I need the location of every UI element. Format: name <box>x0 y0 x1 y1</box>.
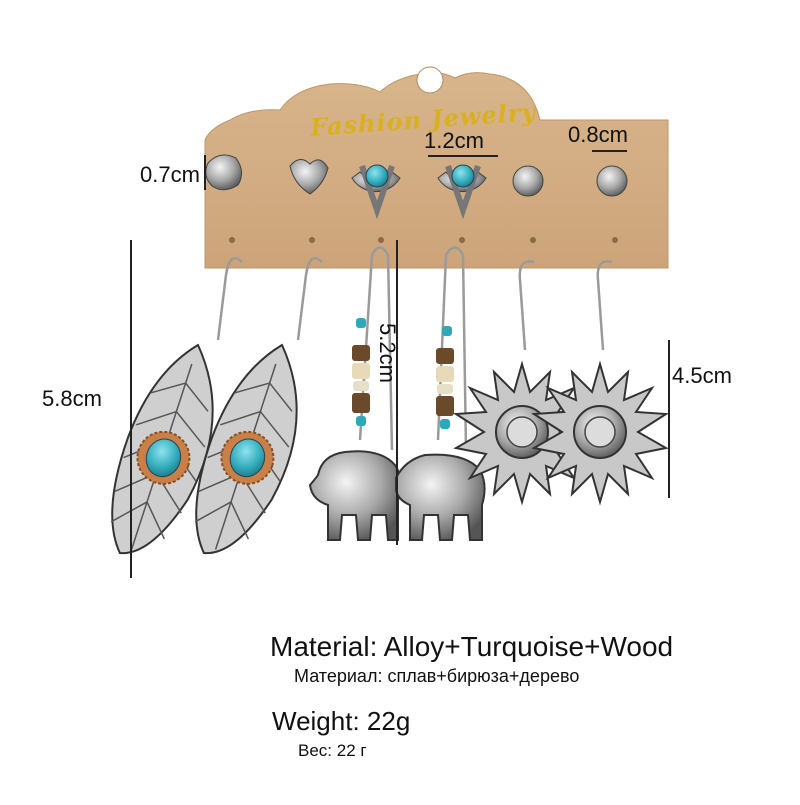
display-card <box>204 66 669 269</box>
leaf-earrings <box>110 343 298 555</box>
weight-russian: Вес: 22 г <box>298 741 367 760</box>
studs <box>205 154 628 220</box>
material-russian: Материал: сплав+бирюза+дерево <box>294 666 580 686</box>
dim-label-stud-crescent: 1.2cm <box>424 128 484 153</box>
weight-english: Weight: 22g <box>272 706 411 736</box>
dim-label-stud-small: 0.7cm <box>140 162 200 187</box>
dim-label-leaf: 5.8cm <box>42 386 102 411</box>
ear-hooks <box>216 246 613 451</box>
measure-line-stud-ball <box>592 150 627 152</box>
measure-line-leaf <box>130 240 132 578</box>
material-english: Material: Alloy+Turquoise+Wood <box>270 631 674 662</box>
dim-label-sun: 4.5cm <box>672 363 732 388</box>
dim-label-stud-ball: 0.8cm <box>568 122 628 147</box>
measure-line-stud-crescent <box>428 155 498 157</box>
elephant-charms <box>308 450 486 541</box>
measure-line-sun <box>668 340 670 498</box>
sun-earrings <box>452 360 670 506</box>
measure-line-stud-small <box>204 155 206 190</box>
dim-label-hoop: 5.2cm <box>374 323 400 383</box>
wood-beads <box>352 318 454 429</box>
measure-line-hoop <box>396 240 398 545</box>
